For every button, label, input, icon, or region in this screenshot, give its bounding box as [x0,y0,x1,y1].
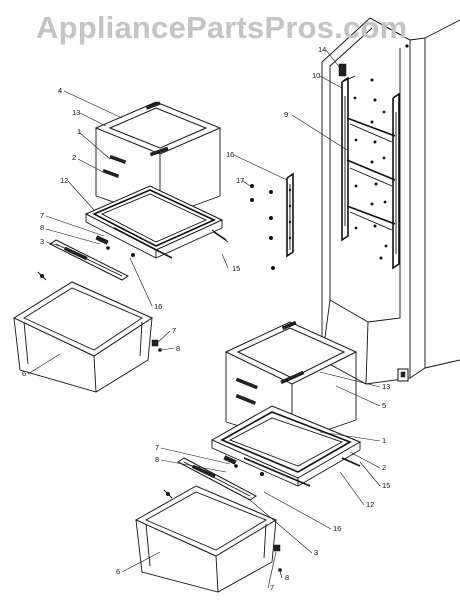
callout-labels: 4131212783151678614109161713512151278163… [22,45,390,592]
leader-lines [27,49,381,589]
callout-c9: 9 [284,110,288,119]
shelf-support-ladders [338,63,400,270]
callout-c15b: 15 [382,481,390,490]
center-ladder-assembly [250,172,294,270]
watermark-text: AppliancePartsPros.com [36,10,408,45]
callout-c7b: 7 [172,326,176,335]
callout-c12b: 12 [366,500,374,509]
callout-c13b: 13 [382,382,390,391]
callout-c6a: 6 [22,369,26,378]
callout-c13a: 13 [72,108,80,117]
callout-c2b: 2 [382,463,386,472]
lower-glass-shelf [210,405,362,487]
callout-c16b: 16 [226,150,234,159]
callout-c8d: 8 [285,573,289,582]
upper-crisper-pan [12,281,162,393]
callout-c16a: 16 [154,302,162,311]
callout-c8b: 8 [176,344,180,353]
callout-c8a: 8 [40,223,44,232]
callout-c7d: 7 [270,583,274,592]
callout-c10: 10 [312,71,320,80]
callout-c6b: 6 [116,567,120,576]
callout-c8c: 8 [155,455,159,464]
callout-c17: 17 [236,176,244,185]
upper-crisper-cover-frame [94,101,222,219]
callout-c1a: 1 [77,127,81,136]
callout-c5: 5 [382,401,386,410]
callout-c14: 14 [318,45,326,54]
callout-c2a: 2 [72,153,76,162]
callout-c16c: 16 [333,524,341,533]
callout-c4: 4 [58,86,62,95]
callout-c7a: 7 [40,211,44,220]
callout-c3b: 3 [314,548,318,557]
upper-shelf-front-trim [37,239,129,281]
upper-glass-shelf [84,185,229,259]
lower-shelf-front-trim [163,457,257,501]
callout-c12a: 12 [60,176,68,185]
callout-c1b: 1 [382,436,386,445]
callout-c7c: 7 [155,443,159,452]
callout-c3a: 3 [40,237,44,246]
lower-crisper-pan [134,485,282,593]
callout-c15a: 15 [232,264,240,273]
